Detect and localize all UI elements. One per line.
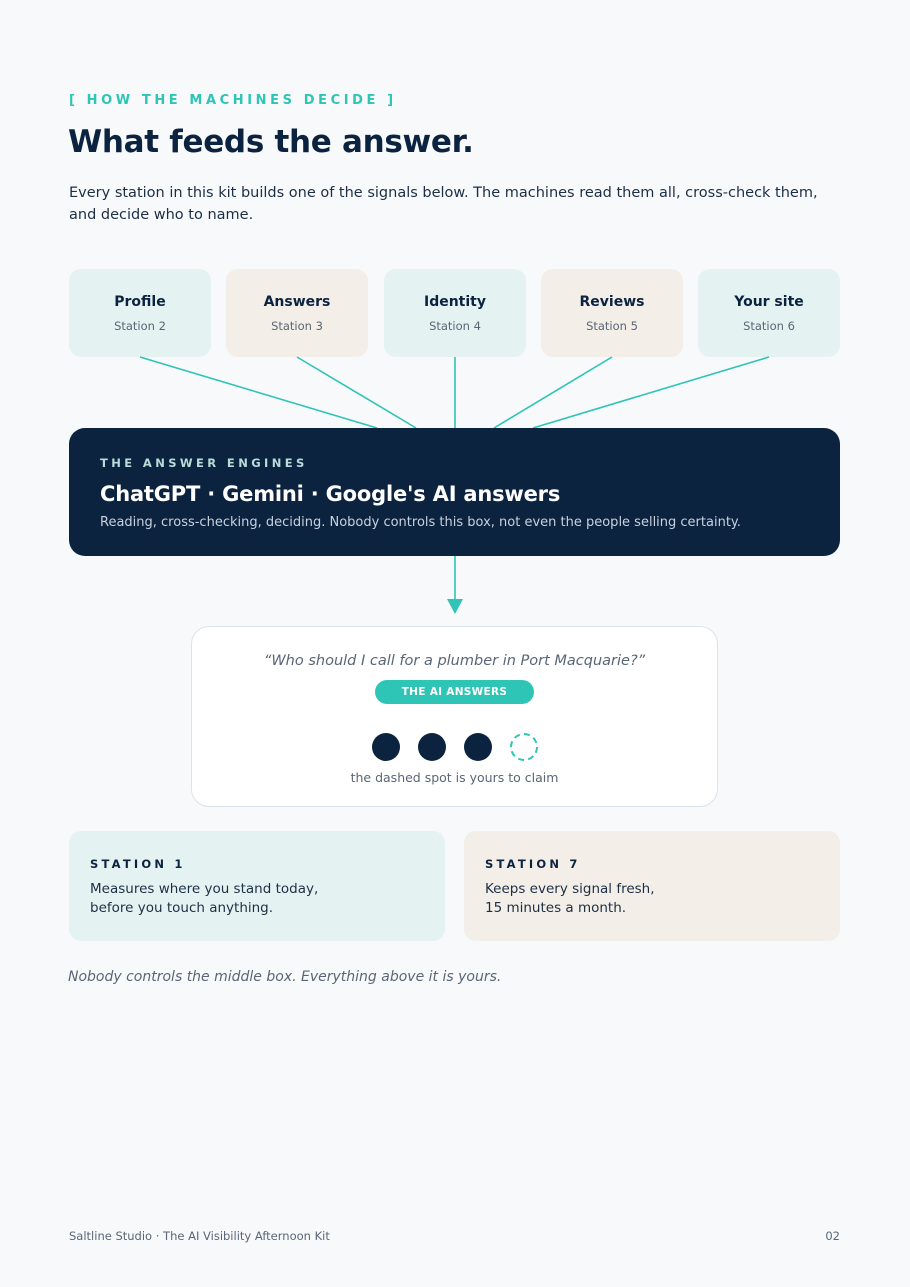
ai-answer-card: “Who should I call for a plumber in Port… xyxy=(191,626,718,807)
footer-brand: Saltline Studio · The AI Visibility Afte… xyxy=(69,1229,330,1243)
filled-spot-icon xyxy=(417,733,446,761)
answer-spots xyxy=(192,733,717,761)
card-kicker: STATION 1 xyxy=(90,857,186,871)
card-description: Keeps every signal fresh, 15 minutes a m… xyxy=(485,880,819,918)
open-spot-icon xyxy=(509,733,538,761)
card-line: 15 minutes a month. xyxy=(485,900,627,916)
answer-engines-box: THE ANSWER ENGINES ChatGPT · Gemini · Go… xyxy=(69,428,840,556)
sample-question: “Who should I call for a plumber in Port… xyxy=(263,653,646,669)
card-kicker: STATION 7 xyxy=(485,857,581,871)
claim-caption: the dashed spot is yours to claim xyxy=(350,770,559,785)
station-card-answers: Answers Station 3 xyxy=(226,269,368,357)
station-card-profile: Profile Station 2 xyxy=(69,269,211,357)
card-line: before you touch anything. xyxy=(90,900,274,916)
connector-line-profile xyxy=(139,356,378,429)
station-number: Station 4 xyxy=(429,319,481,333)
arrow-head-icon xyxy=(447,599,463,614)
station-name: Reviews xyxy=(579,294,645,310)
station-name: Answers xyxy=(263,294,331,310)
page-number: 02 xyxy=(825,1229,840,1243)
station-number: Station 2 xyxy=(114,319,166,333)
station-1-card: STATION 1 Measures where you stand today… xyxy=(69,831,445,941)
card-description: Measures where you stand today, before y… xyxy=(90,880,424,918)
station-number: Station 3 xyxy=(271,319,323,333)
card-line: Keeps every signal fresh, xyxy=(485,881,655,897)
footnote: Nobody controls the middle box. Everythi… xyxy=(68,969,502,985)
station-name: Your site xyxy=(734,294,804,310)
section-eyebrow: [ HOW THE MACHINES DECIDE ] xyxy=(69,93,397,108)
connector-line-your-site xyxy=(532,356,770,429)
station-number: Station 6 xyxy=(743,319,795,333)
station-card-identity: Identity Station 4 xyxy=(384,269,526,357)
engine-subtext: Reading, cross-checking, deciding. Nobod… xyxy=(100,515,741,530)
card-line: Measures where you stand today, xyxy=(90,881,319,897)
station-name: Profile xyxy=(114,294,166,310)
lead-paragraph: Every station in this kit builds one of … xyxy=(69,185,818,223)
engine-heading: ChatGPT · Gemini · Google's AI answers xyxy=(100,482,561,506)
engine-kicker: THE ANSWER ENGINES xyxy=(100,456,308,470)
filled-spot-icon xyxy=(463,733,492,761)
page-title: What feeds the answer. xyxy=(68,124,474,160)
connector-line-answers xyxy=(296,356,417,429)
station-number: Station 5 xyxy=(586,319,638,333)
filled-spot-icon xyxy=(371,733,400,761)
connector-line-reviews xyxy=(493,356,613,429)
station-card-your-site: Your site Station 6 xyxy=(698,269,840,357)
ai-answers-pill: THE AI ANSWERS xyxy=(375,680,534,704)
station-card-reviews: Reviews Station 5 xyxy=(541,269,683,357)
station-name: Identity xyxy=(423,294,486,310)
station-7-card: STATION 7 Keeps every signal fresh, 15 m… xyxy=(464,831,840,941)
